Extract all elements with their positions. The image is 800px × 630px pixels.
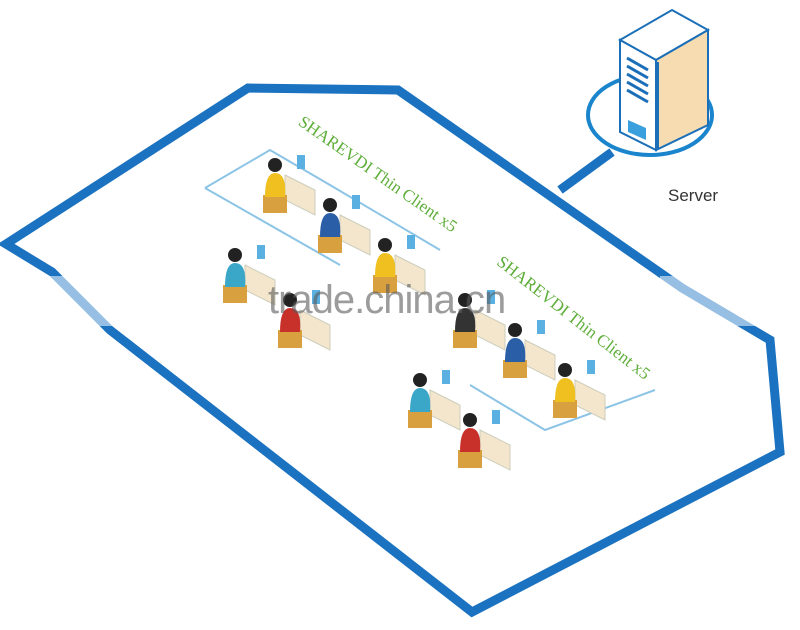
person-icon — [460, 428, 481, 452]
monitor-icon — [492, 410, 500, 424]
workstation — [373, 235, 426, 296]
person-icon — [265, 173, 286, 197]
watermark-band — [660, 276, 770, 326]
person-head — [268, 158, 282, 172]
person-icon — [505, 338, 526, 362]
chair — [553, 400, 577, 418]
desk — [284, 174, 316, 216]
server-icon — [586, 8, 714, 157]
workstation — [553, 360, 606, 421]
workstation — [223, 245, 276, 306]
workstation — [453, 290, 506, 351]
person-icon — [455, 308, 476, 332]
person-head — [558, 363, 572, 377]
person-icon — [280, 308, 301, 332]
chair — [263, 195, 287, 213]
chair — [223, 285, 247, 303]
chair — [318, 235, 342, 253]
chair — [503, 360, 527, 378]
monitor-icon — [537, 320, 545, 334]
person-head — [413, 373, 427, 387]
person-head — [283, 293, 297, 307]
person-icon — [320, 213, 341, 237]
workstation — [458, 410, 511, 471]
person-icon — [225, 263, 246, 287]
person-head — [228, 248, 242, 262]
server-link — [557, 148, 615, 194]
person-icon — [410, 388, 431, 412]
server-label: Server — [668, 186, 719, 205]
group-2-boundary — [469, 384, 656, 432]
person-icon — [555, 378, 576, 402]
chair — [278, 330, 302, 348]
workstation — [408, 370, 461, 431]
monitor-icon — [487, 290, 495, 304]
person-head — [463, 413, 477, 427]
workstation — [318, 195, 371, 256]
person-head — [458, 293, 472, 307]
watermark-band — [30, 276, 120, 326]
monitor-icon — [297, 155, 305, 169]
monitor-icon — [257, 245, 265, 259]
office-area-outline — [0, 83, 785, 618]
person-icon — [375, 253, 396, 277]
chair — [453, 330, 477, 348]
workstations — [223, 155, 606, 471]
monitor-icon — [312, 290, 320, 304]
desk — [339, 214, 371, 256]
monitor-icon — [407, 235, 415, 249]
workstation — [263, 155, 316, 216]
desk — [524, 339, 556, 381]
monitor-icon — [587, 360, 595, 374]
monitor-icon — [442, 370, 450, 384]
watermark: trade.china.cn — [268, 278, 506, 322]
person-head — [323, 198, 337, 212]
desk — [479, 429, 511, 471]
desk — [429, 389, 461, 431]
person-head — [508, 323, 522, 337]
chair — [373, 275, 397, 293]
chair — [408, 410, 432, 428]
monitor-icon — [352, 195, 360, 209]
chair — [458, 450, 482, 468]
workstation — [503, 320, 556, 381]
workstation — [278, 290, 331, 351]
person-head — [378, 238, 392, 252]
